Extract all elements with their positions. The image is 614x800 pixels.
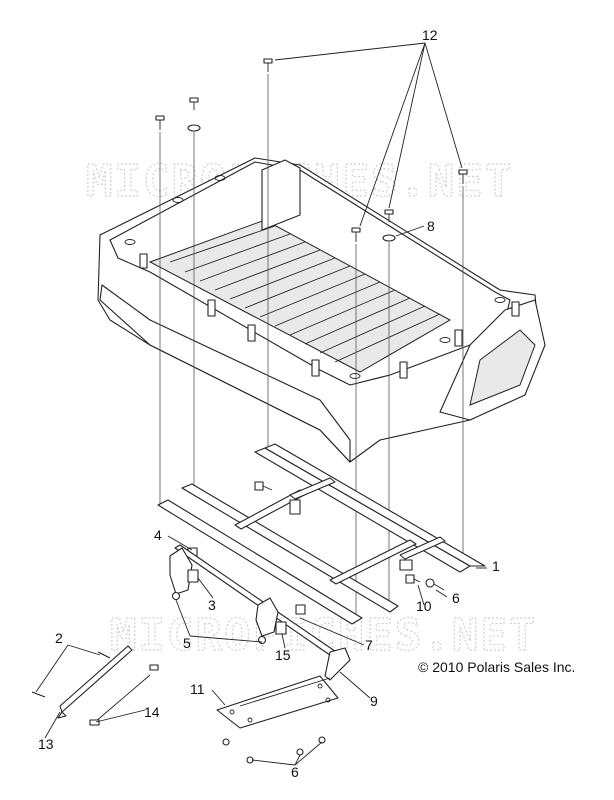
latch-icon [139, 253, 148, 269]
callout-8: 8 [427, 218, 435, 234]
bolts-12 [155, 58, 468, 242]
callout-5: 5 [183, 635, 191, 651]
bolt-icon [155, 115, 165, 130]
bolt-icon [384, 209, 394, 222]
latch-icon [454, 329, 463, 347]
skid-plate [216, 675, 339, 764]
bolt-icon [425, 578, 445, 591]
bolt-icon [254, 481, 273, 491]
callout-9: 9 [370, 693, 378, 709]
callout-13: 13 [38, 736, 54, 752]
copyright-text: © 2010 Polaris Sales Inc. [418, 659, 575, 675]
latch-rod-assembly [169, 544, 351, 681]
bolt-icon [458, 169, 468, 184]
latch-icon [399, 361, 408, 379]
washers-8 [187, 124, 396, 242]
callout-6-frame: 6 [452, 590, 460, 606]
rim-latches [139, 253, 520, 379]
gas-strut [31, 645, 159, 726]
assembly-lines [159, 74, 464, 620]
latch-icon [511, 301, 520, 317]
callout-7: 7 [365, 637, 373, 653]
callout-3: 3 [208, 597, 216, 613]
latch-icon [311, 359, 320, 377]
grommet-icon [275, 621, 287, 635]
callout-14: 14 [144, 704, 160, 720]
gas-strut-icon [59, 645, 133, 713]
callout-2: 2 [55, 630, 63, 646]
bolt-icon [351, 227, 361, 242]
callout-4: 4 [154, 527, 162, 543]
leader-lines [35, 535, 487, 766]
washer-icon [382, 234, 396, 242]
callout-12: 12 [422, 27, 438, 43]
watermark-bottom: MICROFICHES.NET [110, 610, 537, 661]
callout-15: 15 [275, 647, 291, 663]
callout-11: 11 [190, 681, 205, 697]
grommet-icon [187, 569, 199, 583]
callout-1: 1 [492, 558, 500, 574]
bolt-icon [263, 58, 273, 72]
latch-icon [207, 299, 216, 317]
floor-ribs [169, 225, 441, 363]
latch-icon [247, 324, 256, 342]
callout-10: 10 [416, 598, 432, 614]
bolt-icon [405, 574, 421, 584]
washer-icon [187, 124, 201, 132]
callout-6-skid: 6 [291, 764, 299, 780]
cargo-box [97, 157, 546, 463]
box-frame [157, 443, 486, 625]
bolt-icon [189, 97, 199, 110]
